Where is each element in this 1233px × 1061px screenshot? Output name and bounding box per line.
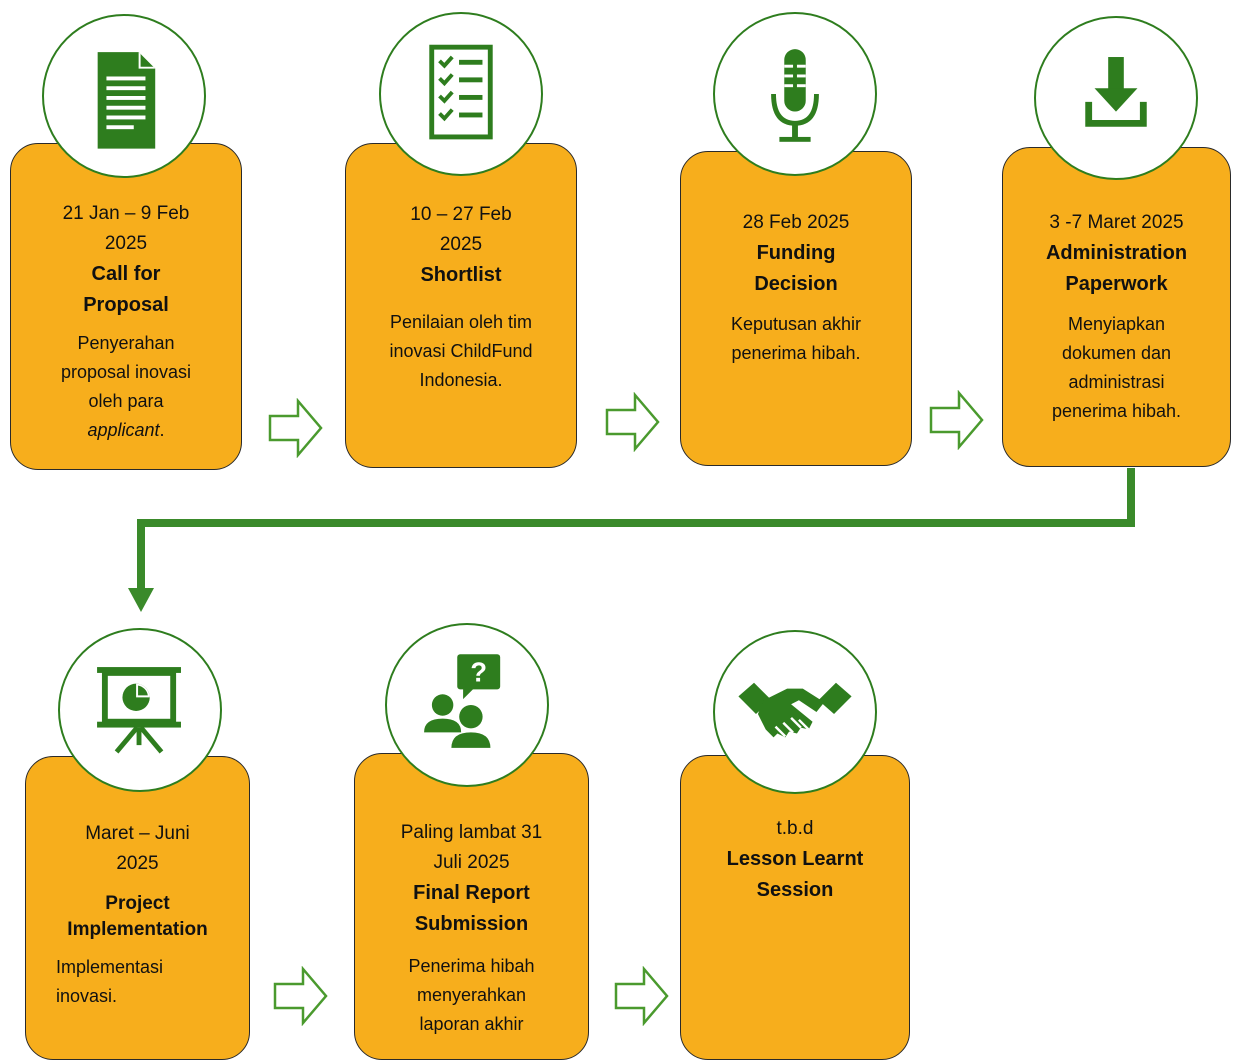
step-icon-circle [42, 14, 206, 178]
step-icon-circle [1034, 16, 1198, 180]
step-title: Shortlist [420, 264, 502, 286]
step-description-line2: proposal inovasi [60, 362, 192, 382]
step-description-line3: laporan akhir [419, 1014, 524, 1034]
step-description-line3: oleh para [88, 391, 164, 411]
step-title: Administration [1045, 242, 1188, 264]
step-description-line2: inovasi. [56, 986, 118, 1006]
step-description-line2: penerima hibah. [731, 343, 861, 363]
step-card-administration-paperwork: 3 -7 Maret 2025 Administration Paperwork… [1002, 147, 1231, 467]
step-date: 21 Jan – 9 Feb [62, 203, 190, 224]
step-description: Penerima hibah [408, 956, 535, 976]
description-period: . [159, 420, 165, 440]
handshake-icon [738, 682, 852, 738]
svg-text:?: ? [470, 657, 487, 688]
step-icon-circle [713, 630, 877, 794]
step-title-line2: Implementation [67, 919, 208, 940]
microphone-icon [771, 49, 819, 142]
step-description-line4: applicant. [11, 416, 241, 445]
step-icon-circle: ? [385, 623, 549, 787]
step-date: 3 -7 Maret 2025 [1049, 212, 1184, 233]
step-description-line3: administrasi [1068, 372, 1165, 392]
step-title: Final Report [413, 882, 530, 904]
step-date-year: 2025 [104, 233, 148, 254]
step-date-year: 2025 [439, 234, 483, 255]
flow-arrow-icon [614, 966, 669, 1026]
step-description-line2: inovasi ChildFund [389, 341, 533, 361]
step-description-line3: Indonesia. [419, 370, 503, 390]
step-description-line2: dokumen dan [1061, 343, 1172, 363]
document-icon [97, 52, 156, 149]
step-card-lesson-learnt-session: t.b.d Lesson Learnt Session [680, 755, 910, 1060]
download-icon [1085, 57, 1147, 127]
step-date: Maret – Juni [85, 823, 190, 844]
applicant-term: applicant [87, 420, 160, 440]
flow-arrow-icon [605, 392, 660, 452]
step-description: Penyerahan [77, 333, 175, 353]
step-description-line4: penerima hibah. [1051, 401, 1182, 421]
step-title: Project [105, 893, 170, 914]
step-date: 10 – 27 Feb [410, 204, 512, 225]
step-date-year: 2025 [116, 853, 159, 874]
step-description: Menyiapkan [1067, 314, 1166, 334]
step-title-line2: Session [756, 879, 834, 901]
step-icon-circle [58, 628, 222, 792]
step-description: Penilaian oleh tim [389, 312, 533, 332]
step-description: Implementasi [56, 957, 164, 977]
flow-arrow-icon [273, 966, 328, 1026]
step-title: Lesson Learnt [726, 848, 864, 870]
step-card-project-implementation: Maret – Juni 2025 Project Implementation… [25, 756, 250, 1060]
step-title-line2: Submission [414, 913, 529, 935]
step-description: Keputusan akhir [730, 314, 862, 334]
discussion-icon: ? [424, 654, 501, 748]
step-date-year: Juli 2025 [433, 852, 510, 873]
step-card-funding-decision: 28 Feb 2025 Funding Decision Keputusan a… [680, 151, 912, 466]
step-title-line2: Proposal [83, 294, 169, 316]
step-title: Funding [756, 242, 836, 264]
step-icon-circle [713, 12, 877, 176]
step-date: t.b.d [776, 818, 814, 839]
step-icon-circle [379, 12, 543, 176]
checklist-icon [429, 44, 493, 140]
step-title-line2: Paperwork [1065, 273, 1168, 295]
step-description-line2: menyerahkan [416, 985, 527, 1005]
step-card-call-for-proposal: 21 Jan – 9 Feb 2025 Call for Proposal Pe… [10, 143, 242, 470]
step-card-shortlist: 10 – 27 Feb 2025 Shortlist Penilaian ole… [345, 143, 577, 468]
step-date: 28 Feb 2025 [742, 212, 850, 233]
step-title-line2: Decision [754, 273, 838, 295]
flow-arrow-icon [929, 390, 984, 450]
flow-arrow-icon [268, 398, 323, 458]
step-card-final-report-submission: Paling lambat 31 Juli 2025 Final Report … [354, 753, 589, 1060]
step-date: Paling lambat 31 [400, 822, 543, 843]
step-title: Call for [91, 263, 161, 285]
presentation-icon [97, 667, 181, 754]
